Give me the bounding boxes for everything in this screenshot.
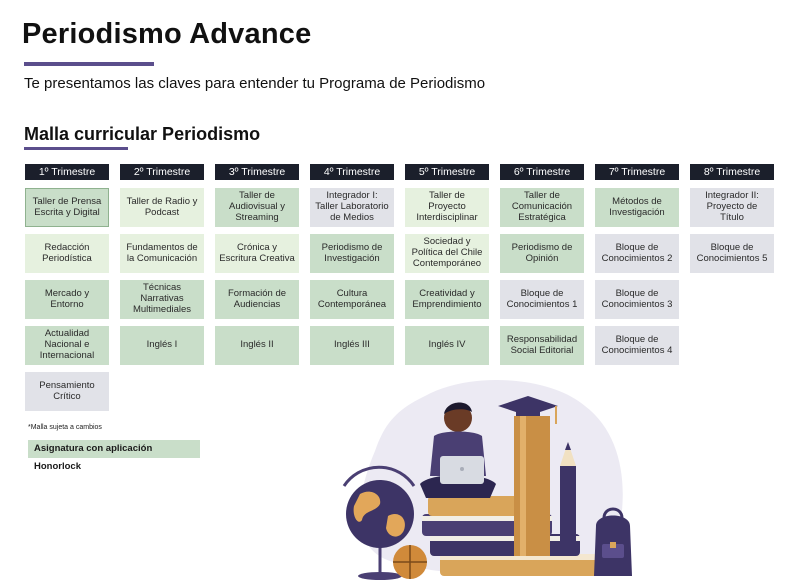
- page-subtitle: Te presentamos las claves para entender …: [24, 75, 486, 92]
- course-cell: Periodismo de Investigación: [310, 234, 394, 273]
- course-cell: Integrador II: Proyecto de Título: [690, 188, 774, 227]
- trimestre-header: 6º Trimestre: [500, 164, 584, 180]
- course-cell: Taller de Audiovisual y Streaming: [215, 188, 299, 227]
- course-cell: Formación de Audiencias: [215, 280, 299, 319]
- course-cell: Inglés I: [120, 326, 204, 365]
- honorlock-legend: Asignatura con aplicación Honorlock: [28, 440, 200, 472]
- trimestre-header: 5º Trimestre: [405, 164, 489, 180]
- title-underline: [24, 62, 154, 66]
- course-cell: Taller de Proyecto Interdisciplinar: [405, 188, 489, 227]
- course-cell: Bloque de Conocimientos 1: [500, 280, 584, 319]
- trimestre-header: 3º Trimestre: [215, 164, 299, 180]
- course-cell: Taller de Prensa Escrita y Digital: [25, 188, 109, 227]
- course-cell: Fundamentos de la Comunicación: [120, 234, 204, 273]
- course-cell: Periodismo de Opinión: [500, 234, 584, 273]
- trimestre-header: 1º Trimestre: [25, 164, 109, 180]
- course-cell: Integrador I: Taller Laboratorio de Medi…: [310, 188, 394, 227]
- trimestre-header: 7º Trimestre: [595, 164, 679, 180]
- section-title: Malla curricular Periodismo: [24, 124, 261, 144]
- course-cell: Bloque de Conocimientos 4: [595, 326, 679, 365]
- course-cell: Métodos de Investigación: [595, 188, 679, 227]
- graduation-cap-icon: [498, 396, 558, 424]
- course-cell: Taller de Comunicación Estratégica: [500, 188, 584, 227]
- basketball-icon: [393, 545, 427, 579]
- course-cell: Pensamiento Crítico: [25, 372, 109, 411]
- course-cell: Inglés IV: [405, 326, 489, 365]
- tall-book: [514, 416, 550, 556]
- course-cell: Taller de Radio y Podcast: [120, 188, 204, 227]
- course-cell: Cultura Contemporánea: [310, 280, 394, 319]
- backpack-icon: [594, 507, 632, 576]
- course-cell: Inglés II: [215, 326, 299, 365]
- student-illustration: [342, 379, 632, 580]
- section-underline: [24, 147, 128, 150]
- course-cell: Técnicas Narrativas Multimediales: [120, 280, 204, 319]
- trimestre-header: 4º Trimestre: [310, 164, 394, 180]
- pencil-icon: [560, 442, 576, 556]
- trimestre-header: 8º Trimestre: [690, 164, 774, 180]
- student-figure: [420, 402, 496, 498]
- course-cell: Creatividad y Emprendimiento: [405, 280, 489, 319]
- course-cell: Inglés III: [310, 326, 394, 365]
- page-title: Periodismo Advance: [22, 18, 312, 50]
- trimestre-header: 2º Trimestre: [120, 164, 204, 180]
- course-cell: Mercado y Entorno: [25, 280, 109, 319]
- course-cell: Redacción Periodística: [25, 234, 109, 273]
- course-cell: Actualidad Nacional e Internacional: [25, 326, 109, 365]
- course-cell: Sociedad y Política del Chile Contemporá…: [405, 234, 489, 273]
- disclaimer-note: *Malla sujeta a cambios: [28, 424, 102, 431]
- course-cell: Bloque de Conocimientos 2: [595, 234, 679, 273]
- course-cell: Responsabilidad Social Editorial: [500, 326, 584, 365]
- course-cell: Bloque de Conocimientos 5: [690, 234, 774, 273]
- course-cell: Bloque de Conocimientos 3: [595, 280, 679, 319]
- globe-icon: [342, 465, 416, 580]
- course-cell: Crónica y Escritura Creativa: [215, 234, 299, 273]
